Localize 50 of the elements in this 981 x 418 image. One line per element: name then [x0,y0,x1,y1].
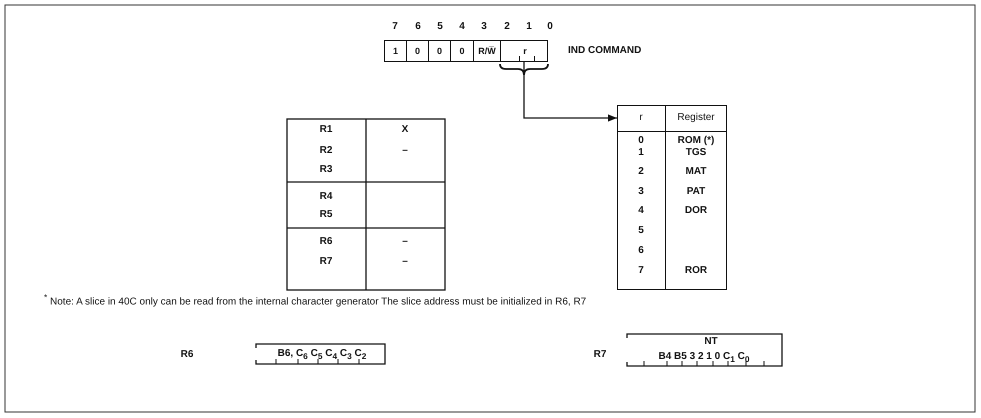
bit-value: 0 [451,41,474,61]
arrow [523,62,617,122]
bit-number: 0 [547,21,553,33]
register-name: R7 [594,349,606,361]
table-text: MAT [686,166,706,178]
table-text: ROM (*) [678,135,714,147]
bit-number: 1 [526,21,532,33]
table-text: X [402,124,408,136]
bit-number: 6 [415,21,421,33]
bit-value: 0 [429,41,451,61]
bit-field-text: NT [704,336,718,348]
table-text: R3 [320,164,332,176]
bit-number: 2 [504,21,510,33]
table-text: R7 [320,256,332,268]
table-header: r [639,112,643,124]
table-text: – [402,145,408,157]
table-text: R2 [320,145,332,157]
table-text: – [402,256,408,268]
bit-value: r [522,45,528,58]
register-name: IND COMMAND [568,45,642,57]
register-format-box [384,40,548,62]
bit-field-text: B6, C$_{6}$ C$_{5}$ C$_{4}$ C$_{3}$ C$_{2}$ [278,348,366,362]
table-text: 3 [638,186,644,198]
table-text: R6 [320,236,332,248]
bit-value: 0 [407,41,429,61]
table-text: R1 [320,124,332,136]
table-text: 1 [638,147,644,159]
bit-number: 7 [392,21,398,33]
table-text: 0 [638,135,644,147]
table-text: 7 [638,265,644,277]
table-text: 6 [638,245,644,257]
table-text: 5 [638,225,644,237]
table-text: R4 [320,191,332,203]
table-text: – [402,236,408,248]
bit-value: 1 [385,41,407,61]
table-text: DOR [684,205,708,217]
bit-value: R/W̅ [474,41,501,61]
table-text: 2 [638,166,644,178]
register-table-frame [617,105,727,290]
bit-number: 4 [459,21,465,33]
table-text: R5 [320,209,332,221]
table-text: TGS [686,147,706,159]
bit-number: 5 [437,21,443,33]
register-name: R6 [180,349,194,361]
table-text: 4 [638,205,644,217]
bit-number: 3 [481,21,487,33]
table-text: PAT [686,186,706,198]
table-text: ROR [684,265,708,277]
table-header: Register [677,112,715,124]
footnote: $^{*}$ Note: A slice in 40C only can be read from the internal character generator The slice address must be initialized in R6, R7 [44,291,586,308]
